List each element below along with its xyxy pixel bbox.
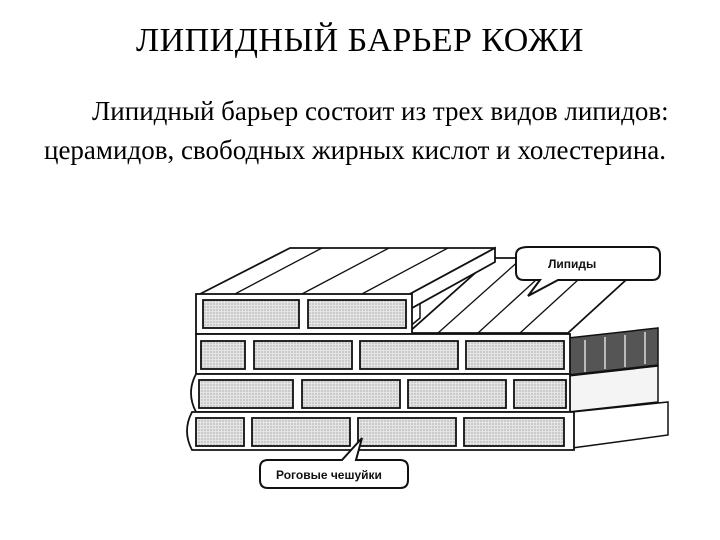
- brick-row-1: [196, 294, 412, 334]
- brick: [308, 300, 406, 328]
- brick: [408, 380, 506, 408]
- brick: [466, 341, 564, 369]
- brick: [201, 341, 245, 369]
- brick: [203, 300, 299, 328]
- brick: [254, 341, 352, 369]
- brick: [199, 380, 293, 408]
- callout-lipids-label: Липиды: [548, 257, 596, 271]
- callout-scales-label: Роговые чешуйки: [276, 468, 382, 482]
- brick: [252, 418, 350, 446]
- brick: [464, 418, 564, 446]
- brick: [196, 418, 244, 446]
- brick: [302, 380, 400, 408]
- brick-row-3: [191, 374, 570, 412]
- brick-row-2: [196, 334, 570, 374]
- brick: [360, 341, 458, 369]
- brick-row-4: [187, 412, 574, 450]
- brick: [514, 380, 566, 408]
- brick: [358, 418, 456, 446]
